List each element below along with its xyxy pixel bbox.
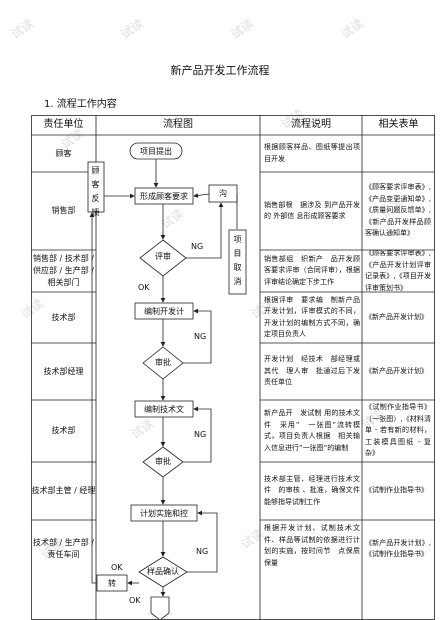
ok3-label: OK <box>129 596 141 605</box>
row-dept-tech: 技术部 <box>51 312 76 322</box>
row-desc-tech-manager: 开发计划 经技术 部经理或其代 理人审 批通过后下发责任单位 <box>264 355 360 387</box>
row-dept-tech-manager: 技术部经理 <box>43 366 84 376</box>
row-form-tech-docs: 《试制作业指导书》（一张图）,《材料清单 - 若有新的材料，工装模具图纸 - 复… <box>365 403 431 458</box>
form-requirements-label: 形成顾客要求 <box>140 192 188 201</box>
start-node-label: 项目提出 <box>140 147 172 156</box>
ng2-label: NG <box>194 332 207 341</box>
row-desc-tech-docs: 新产品开 发试制 用的技术文件 采用” 一张图”流转模式，项目负责人根据 相关输… <box>264 409 360 452</box>
review2-label: 审批 <box>155 358 171 367</box>
dev-plan-box <box>134 302 194 320</box>
row-desc-tech: 根据评审 要求编 制新产品开发计划，评审模式的不同，开发计划的编制方式不同，确定… <box>264 295 360 339</box>
row-form-tech-supervisor: 《试制作业指导书》 <box>365 486 428 495</box>
sample-confirm-label: 样品确认 <box>147 567 179 576</box>
review1-label: 评审 <box>155 252 171 261</box>
row-form-tech-manager: 《新产品开发计划》 <box>365 366 428 375</box>
process-table: 责任单位 流程图 流程说明 相关表单 顾客 根据顾客样品、图纸等提出项目开发 销… <box>31 115 435 620</box>
ok2-label: OK <box>111 563 123 572</box>
form-requirements-box <box>134 187 194 205</box>
plan-implement-box <box>130 504 198 522</box>
watermark-text: 试读 <box>228 16 257 42</box>
row-desc-sales: 销售部根 据涉及 到产品开发的 外部信 息形成顾客要求 <box>264 200 360 221</box>
ng1-label: NG <box>191 242 204 251</box>
feedback-label: 顾客反馈 <box>91 166 100 217</box>
header-dept: 责任单位 <box>43 119 84 130</box>
end-node <box>150 596 170 620</box>
row-dept-review: 销售部 / 技术部 / 供应部 / 生产部 / 相关部门 <box>32 254 95 287</box>
feedback-box <box>87 161 105 213</box>
row-desc-tech-supervisor: 技术部主管、经理进行技术文件 的审核 、批准，确保文件能够指导试制工作 <box>264 474 360 506</box>
header-forms: 相关表单 <box>378 119 419 130</box>
row-dept-production: 技术部 / 生产部 / 责任车间 <box>32 538 95 559</box>
tech-doc-box <box>134 400 194 418</box>
watermark-text: 试读 <box>8 16 37 42</box>
watermark-text: 试读 <box>338 16 367 42</box>
section-heading: 1. 流程工作内容 <box>44 99 117 110</box>
row-desc-production: 根据开发计划、试制技术文件、样品等试制的依据进行计划的实施，按时间节 点保质 保… <box>264 524 360 567</box>
header-description: 流程说明 <box>291 119 331 130</box>
row-form-tech: 《新产品开发计划》 <box>365 312 428 321</box>
document-title: 新产品开发工作流程 <box>170 64 270 77</box>
ng3-label: NG <box>194 430 207 439</box>
row-dept-tech-supervisor: 技术部主管 / 经理 <box>31 486 96 495</box>
dev-plan-label: 编制开发计 <box>144 307 184 316</box>
communicate-box <box>208 184 238 203</box>
cancel-label: 项目取消 <box>233 235 242 286</box>
tech-doc-label: 编制技术文 <box>144 405 184 414</box>
row-dept-tech-docs: 技术部 <box>51 426 76 435</box>
row-form-production: 《新产品开发计划》,《试制作业指导书》 <box>365 538 431 559</box>
cancel-box <box>228 229 247 295</box>
flowchart-diagram <box>87 142 247 620</box>
review3-label: 审批 <box>155 457 171 466</box>
watermark-text: 试读 <box>118 16 147 42</box>
header-flowchart: 流程图 <box>163 119 193 130</box>
row-desc-review: 销售部组 织新产 品开发顾客要求评审（合同评审），根据评审结论确定下步工作 <box>264 254 360 286</box>
ng4-label: NG <box>196 547 209 556</box>
transfer-label: 转 <box>108 579 116 588</box>
plan-implement-label: 计划实施和控 <box>140 509 188 518</box>
communicate-label: 沟 <box>219 189 227 198</box>
row-form-review: 《顾客要求评审表》,《产品开发计划评审记录表》,《项目开发评审策划书》 <box>365 250 431 292</box>
row-dept-sales: 销售部 <box>51 206 76 215</box>
ok1-label: OK <box>138 283 150 292</box>
row-dept-customer: 顾客 <box>55 148 72 158</box>
row-form-sales: 《顾客要求评审表》,《产品变更通知单》,《质量问题反馈单》,《新产品开发样品顾客… <box>365 183 431 238</box>
row-desc-customer: 根据顾客样品、图纸等提出项目开发 <box>264 143 360 163</box>
